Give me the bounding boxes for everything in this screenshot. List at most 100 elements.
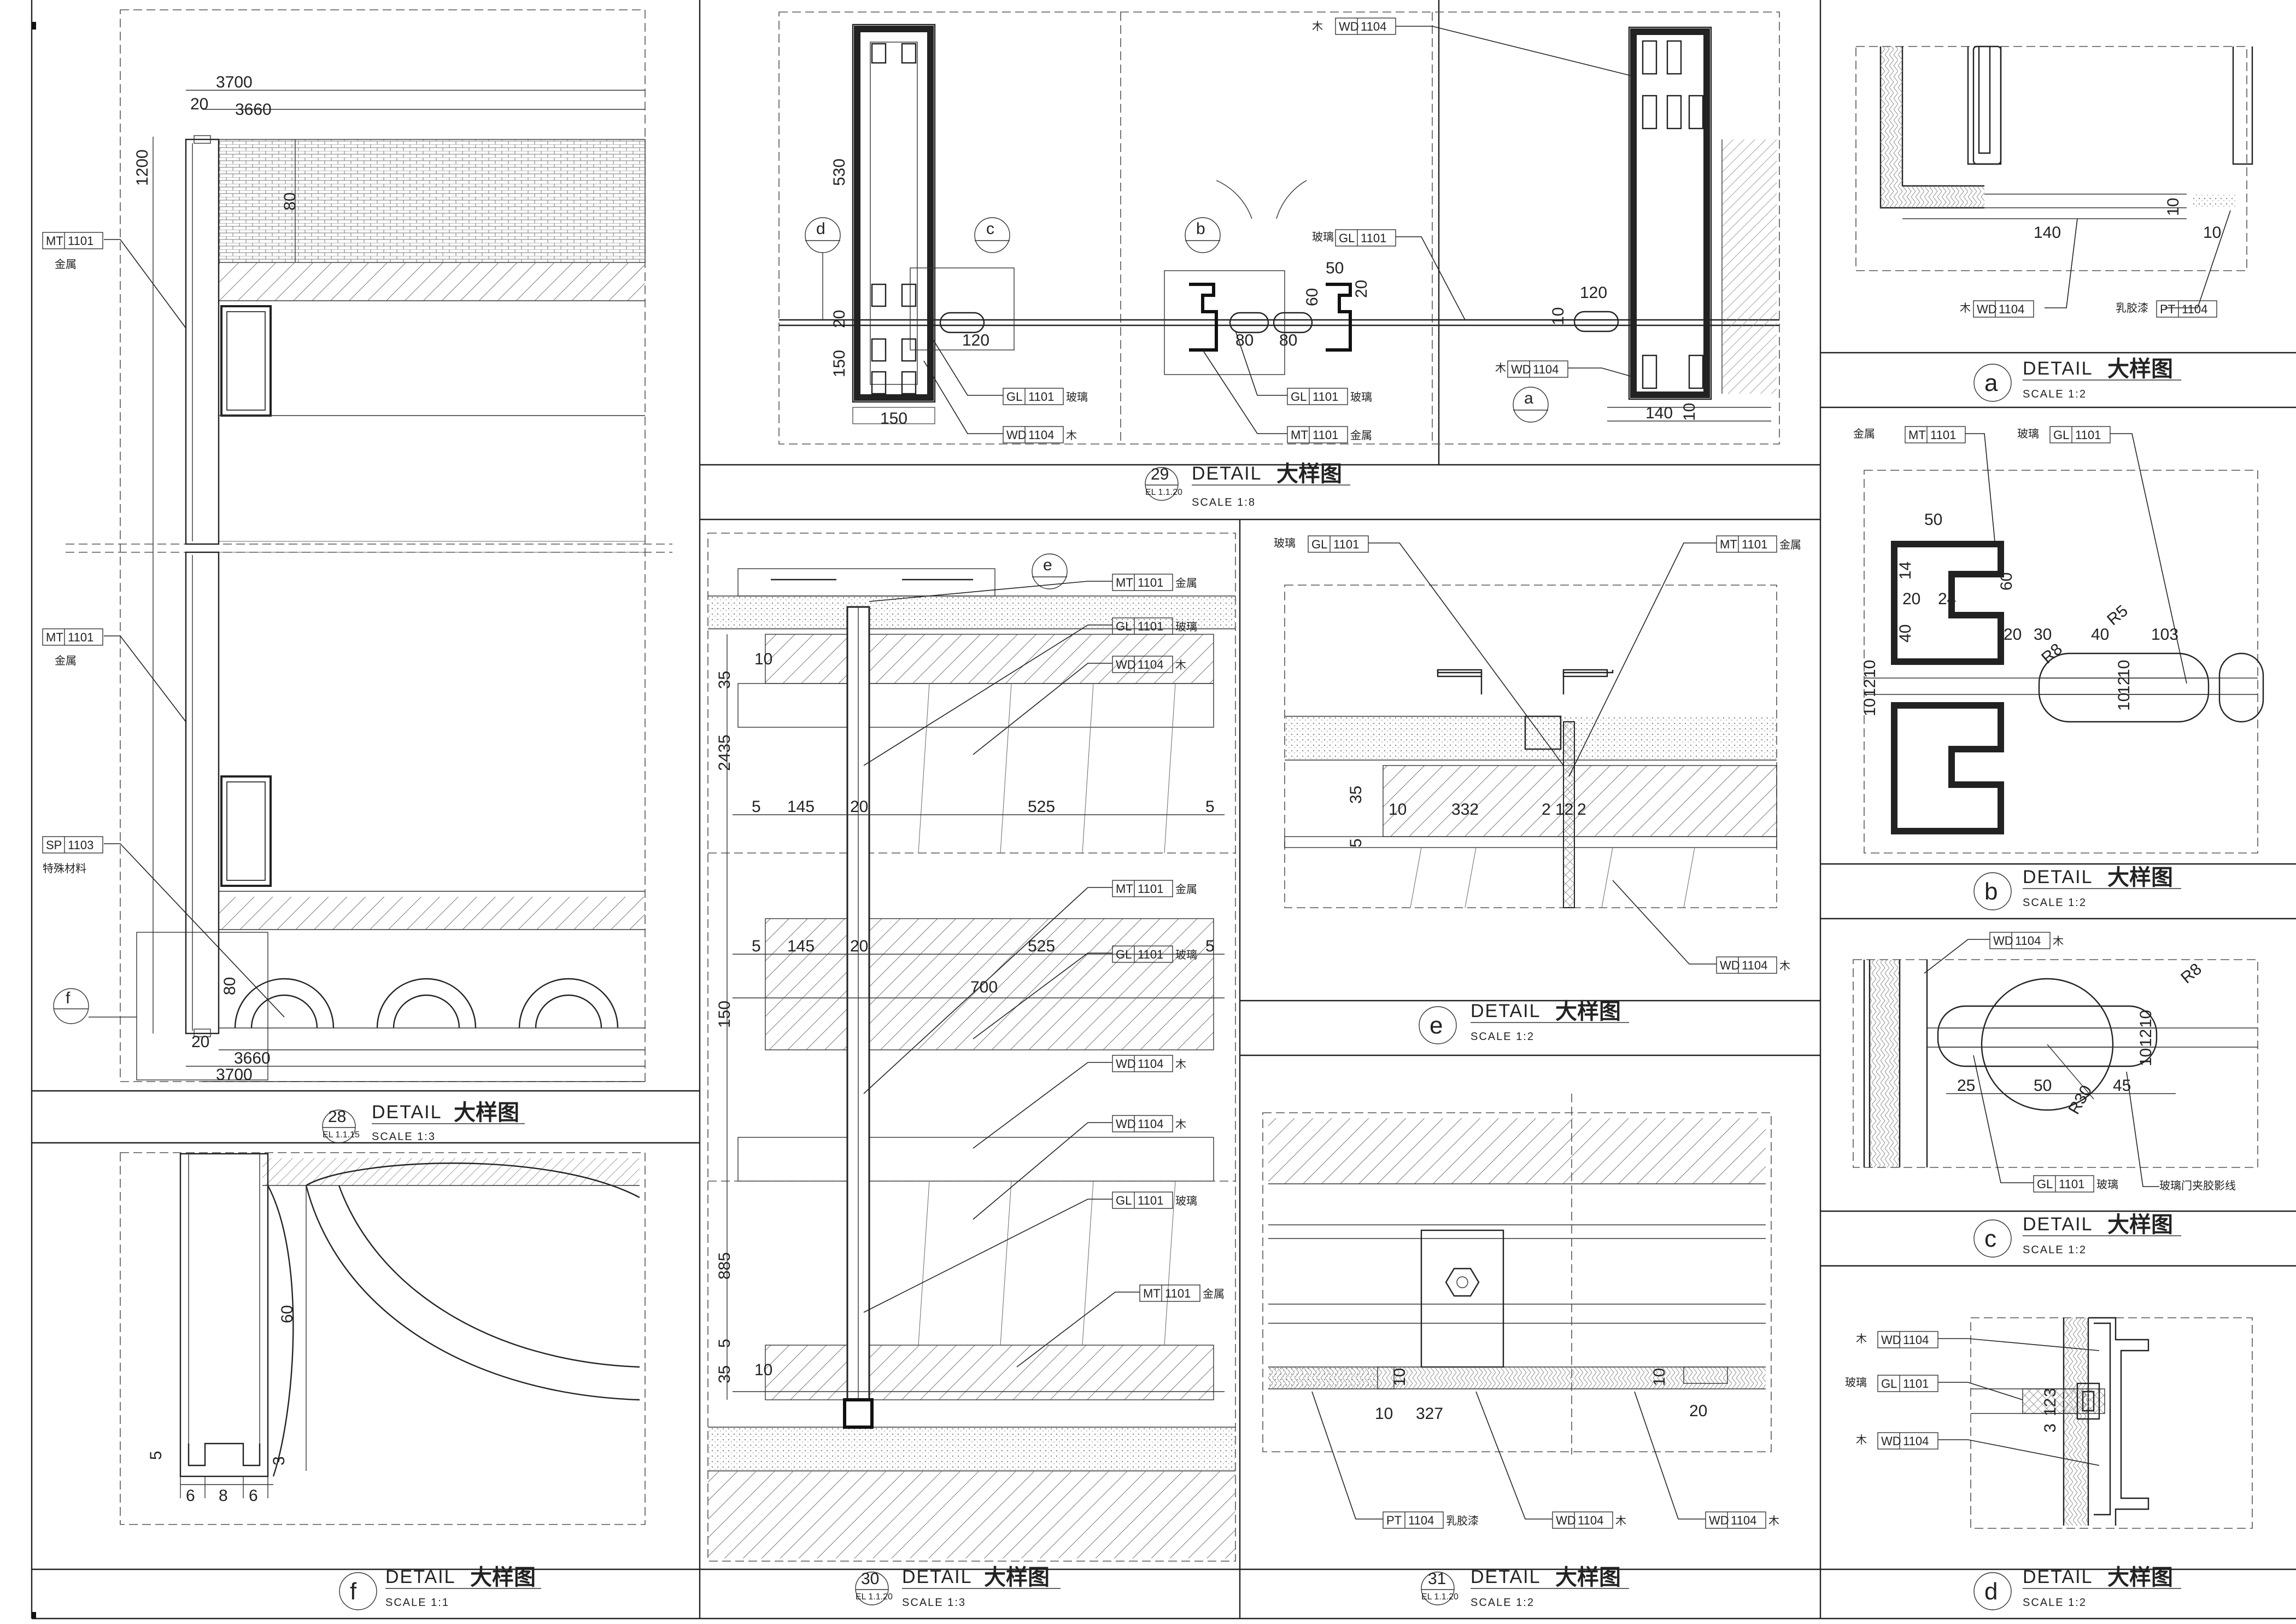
tag-label: 玻璃 <box>2017 428 2039 440</box>
dim: 5 <box>147 1451 165 1460</box>
dim: 10 <box>1549 307 1567 325</box>
dim: 40 <box>2091 626 2109 644</box>
panel-b-tags: 金属 MT 1101 玻璃 GL 1101 <box>1853 426 2187 684</box>
dim: 5 <box>1205 798 1215 816</box>
dim: 3 <box>2041 1388 2059 1397</box>
panel-detail-cn: 大样图 <box>2107 1565 2173 1590</box>
panel-d-drawing <box>1970 1317 2253 1529</box>
tag-number: 1104 <box>1731 1514 1756 1527</box>
dim: 5 <box>752 798 761 816</box>
dim: 10 <box>2115 660 2133 678</box>
material-tag-box <box>42 628 103 646</box>
panel-f-drawing <box>120 1152 646 1525</box>
dim: 3 <box>2041 1423 2059 1433</box>
panel-mark: c <box>1984 1225 1996 1252</box>
tag-label: 木 <box>1768 1515 1779 1527</box>
tag-label: 玻璃 <box>1175 949 1197 961</box>
tag-number: 1101 <box>1165 1287 1191 1300</box>
panel-scale: SCALE 1:2 <box>2023 897 2087 909</box>
tag-code: MT <box>1291 428 1308 442</box>
panel-detail-cn: 大样图 <box>2107 865 2173 890</box>
panel-detail-word: DETAIL <box>2023 1567 2093 1587</box>
tag-label: 木 <box>2053 935 2064 948</box>
tag-code: WD <box>1993 934 2013 948</box>
tag-code: MT <box>46 234 63 248</box>
dim: 327 <box>1416 1405 1443 1423</box>
tag-number: 1101 <box>1138 620 1163 633</box>
tag-code: MT <box>1143 1287 1161 1300</box>
sheet-frame <box>31 0 2296 1620</box>
tag-label: 玻璃门夹胶影线 <box>2159 1179 2236 1192</box>
tag-code: MT <box>1116 576 1133 589</box>
panel-number: 29 <box>1151 465 1169 483</box>
tag-code: GL <box>1116 620 1132 633</box>
panel-scale: SCALE 1:2 <box>1471 1031 1534 1043</box>
tag-label: 玻璃 <box>2096 1178 2118 1191</box>
tag-number: 1101 <box>2059 1177 2084 1191</box>
section-mark-letter: b <box>1196 220 1205 238</box>
tag-code: WD <box>1720 959 1740 972</box>
dim: 8 <box>219 1487 228 1505</box>
dim: 2 <box>1577 801 1586 819</box>
panel-30-drawing <box>707 533 1236 1562</box>
panel-number: 30 <box>861 1570 879 1588</box>
dim: 10 <box>1391 1368 1409 1386</box>
panel-e-dims: 35 10 332 2 12 2 5 <box>1347 786 1586 848</box>
tag-number: 1101 <box>1313 428 1338 442</box>
tag-code: SP <box>46 838 62 852</box>
panel-28-drawing <box>66 9 672 1082</box>
dim: R30 <box>2065 1082 2095 1117</box>
dim: 525 <box>1028 937 1055 955</box>
panel-detail-word: DETAIL <box>1471 1567 1541 1587</box>
dim: 12 <box>1555 801 1573 819</box>
panel-scale: SCALE 1:8 <box>1192 496 1256 509</box>
dim: 60 <box>1998 573 2016 591</box>
panel-c-drawing <box>1853 959 2258 1168</box>
panel-e-drawing <box>1284 585 1777 908</box>
tag-number: 1101 <box>2075 428 2101 442</box>
tag-code: GL <box>1881 1377 1897 1391</box>
dim: 80 <box>221 977 239 995</box>
panel-28-tags: MT 1101 金属 MT 1101 金属 SP 1103 特殊材料 f <box>42 232 285 1024</box>
dim: 20 <box>830 310 848 328</box>
tag-label: 金属 <box>1175 577 1197 589</box>
dim: 103 <box>2151 626 2178 644</box>
dim: 50 <box>2034 1077 2052 1095</box>
tag-code: WD <box>1977 302 1997 316</box>
panel-detail-cn: 大样图 <box>454 1100 519 1125</box>
dim: 20 <box>2004 626 2022 644</box>
dim: 140 <box>1645 404 1673 422</box>
tag-number: 1101 <box>1930 428 1956 442</box>
panel-e-title: e DETAIL 大样图 SCALE 1:2 <box>1419 999 1629 1044</box>
panel-29-tags: GL 1101 玻璃 WD 1104 木 GL 1101 玻璃 MT 1101 … <box>805 17 1635 443</box>
dim: 145 <box>787 798 815 816</box>
tag-code: WD <box>1116 1117 1136 1131</box>
tag-label: 金属 <box>1175 883 1197 896</box>
dim: 50 <box>1924 511 1942 529</box>
dim: 20 <box>190 95 208 113</box>
tag-label: 金属 <box>55 258 77 271</box>
section-mark-letter: e <box>1043 556 1052 574</box>
tag-label: 木 <box>1175 659 1186 671</box>
tag-number: 1101 <box>1742 538 1767 551</box>
dim: 35 <box>716 1365 734 1383</box>
dim: 10 <box>1861 660 1879 678</box>
panel-31-drawing <box>1262 1094 1772 1454</box>
panel-mark: e <box>1430 1012 1443 1039</box>
dim: 10 <box>2115 693 2133 711</box>
tag-label: 金属 <box>1350 429 1372 442</box>
tag-number: 1101 <box>1138 576 1163 589</box>
tag-number: 1101 <box>1361 231 1386 245</box>
panel-c-tags: WD 1104 木 GL 1101 玻璃 玻璃门夹胶影线 <box>1924 932 2236 1193</box>
dim: 140 <box>2034 224 2061 242</box>
tag-code: GL <box>2053 428 2069 442</box>
tag-number: 1104 <box>1361 20 1386 33</box>
dim: 40 <box>1896 624 1914 642</box>
panel-c-title: c DETAIL 大样图 SCALE 1:2 <box>1973 1212 2181 1258</box>
tag-number: 1101 <box>1028 390 1054 404</box>
dim: 10 <box>1650 1368 1668 1386</box>
tag-code: WD <box>1881 1434 1901 1448</box>
dim: 10 <box>1680 403 1698 421</box>
panel-29-dims: 530 20 150 150 120 80 80 50 60 20 10 120… <box>830 159 1698 428</box>
dim: 24 <box>1938 590 1956 608</box>
